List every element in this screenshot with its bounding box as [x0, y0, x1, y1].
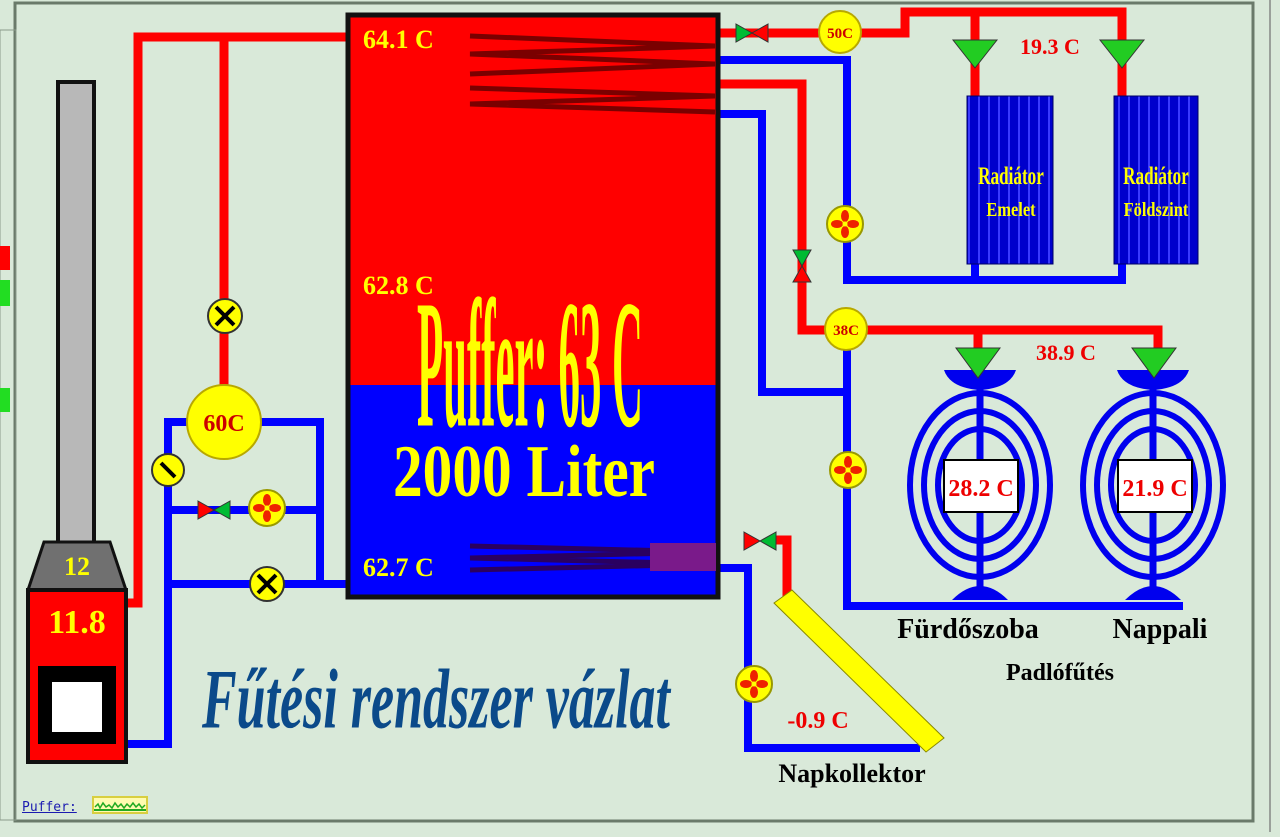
solar-coil-end	[650, 543, 716, 571]
radiator-return-pipe	[718, 56, 1126, 284]
boiler-door[interactable]	[52, 682, 102, 732]
valve-x-bottom[interactable]	[249, 566, 285, 602]
floor-line-temp: 38.9 C	[1036, 340, 1096, 365]
buffer-outline	[345, 12, 721, 600]
buffer-volume: 2000 Liter	[393, 431, 655, 513]
sensor-38c-label: 38C	[833, 323, 859, 339]
left-panel-edge	[0, 29, 17, 821]
buffer-link[interactable]: Puffer:	[22, 800, 77, 815]
radiator-emelet-line2: Emelet	[986, 199, 1035, 221]
zone-temp-box-living	[1117, 459, 1193, 513]
left-indicator-green-2	[0, 388, 10, 412]
floor-coil-bath[interactable]	[907, 370, 1053, 600]
valve-slash[interactable]	[151, 453, 185, 487]
sensor-50c[interactable]	[818, 10, 862, 54]
floor-return-pipe	[843, 330, 1183, 610]
radiator-foldszint[interactable]	[1113, 95, 1199, 265]
sensor-60c[interactable]	[186, 384, 262, 460]
boiler-chimney	[56, 80, 96, 546]
pump-floor[interactable]	[829, 451, 867, 489]
pump-radiator[interactable]	[826, 205, 864, 243]
buffer-temp-bottom: 62.7 C	[363, 553, 434, 582]
terminal-floor-living[interactable]	[1131, 347, 1177, 379]
solar-supply-pipe	[770, 535, 792, 600]
boiler-display-top: 12	[64, 552, 90, 581]
buffer-tank[interactable]	[345, 12, 721, 600]
valve-x-top[interactable]	[207, 298, 243, 334]
top-coil	[469, 33, 716, 115]
zone-living-name: Nappali	[1113, 614, 1208, 645]
boiler-display-main: 11.8	[48, 604, 106, 641]
radiator-foldszint-line1: Radiátor	[1123, 162, 1189, 190]
floor-heating-coils	[907, 370, 1226, 600]
buffer-temp-top: 64.1 C	[363, 25, 434, 54]
solar-collector-panel[interactable]	[773, 589, 945, 753]
pump-bypass[interactable]	[248, 489, 286, 527]
sensor-38c[interactable]	[824, 307, 868, 351]
zone-temp-box-bath	[943, 459, 1019, 513]
cold-pipes	[125, 56, 1183, 752]
buffer-title: Puffer: 63 C	[417, 262, 643, 466]
sensor-50c-label: 50C	[827, 26, 853, 42]
left-indicator-green-1	[0, 280, 10, 306]
solar-coil	[469, 543, 716, 573]
radiator-foldszint-line2: Földszint	[1124, 199, 1189, 221]
buffer-hot-zone	[348, 15, 718, 385]
solar-label: Napkollektor	[778, 759, 925, 788]
buffer-sparkline[interactable]	[92, 796, 148, 814]
radiator-emelet[interactable]	[966, 95, 1054, 265]
terminal-valves	[951, 39, 1177, 379]
diagram-title: Fűtési rendszer vázlat	[201, 651, 671, 746]
floor-return-link	[718, 110, 847, 396]
terminal-floor-bath[interactable]	[955, 347, 1001, 379]
left-indicator-red	[0, 246, 10, 270]
check-valve-radiator[interactable]	[735, 23, 769, 43]
radiator-return-temp: 19.3 C	[1020, 34, 1080, 59]
check-valves	[197, 23, 812, 551]
terminal-radiator-emelet[interactable]	[951, 39, 999, 69]
boiler-supply-pipe	[125, 32, 350, 608]
sparkline-graph	[94, 801, 146, 811]
pump-solar[interactable]	[735, 665, 773, 703]
solar-temp: -0.9 C	[787, 708, 848, 734]
diagram-frame	[13, 1, 1255, 823]
sensor-60c-label: 60C	[203, 411, 244, 437]
pumps	[248, 205, 867, 703]
terminal-radiator-foldszint[interactable]	[1098, 39, 1146, 69]
zone-bath-name: Fürdőszoba	[897, 614, 1039, 645]
buffer-temp-mid: 62.8 C	[363, 271, 434, 300]
check-valve-solar[interactable]	[743, 531, 777, 551]
zone-living-temp: 21.9 C	[1122, 476, 1187, 502]
radiator-emelet-line1: Radiátor	[978, 162, 1044, 190]
check-valve-bypass[interactable]	[197, 500, 231, 520]
solar-return-pipe	[718, 564, 920, 752]
zone-bath-temp: 28.2 C	[948, 476, 1013, 502]
floor-heating-label: Padlófűtés	[1006, 660, 1114, 686]
floor-supply-pipe	[718, 79, 1163, 352]
check-valve-floor[interactable]	[792, 249, 812, 283]
